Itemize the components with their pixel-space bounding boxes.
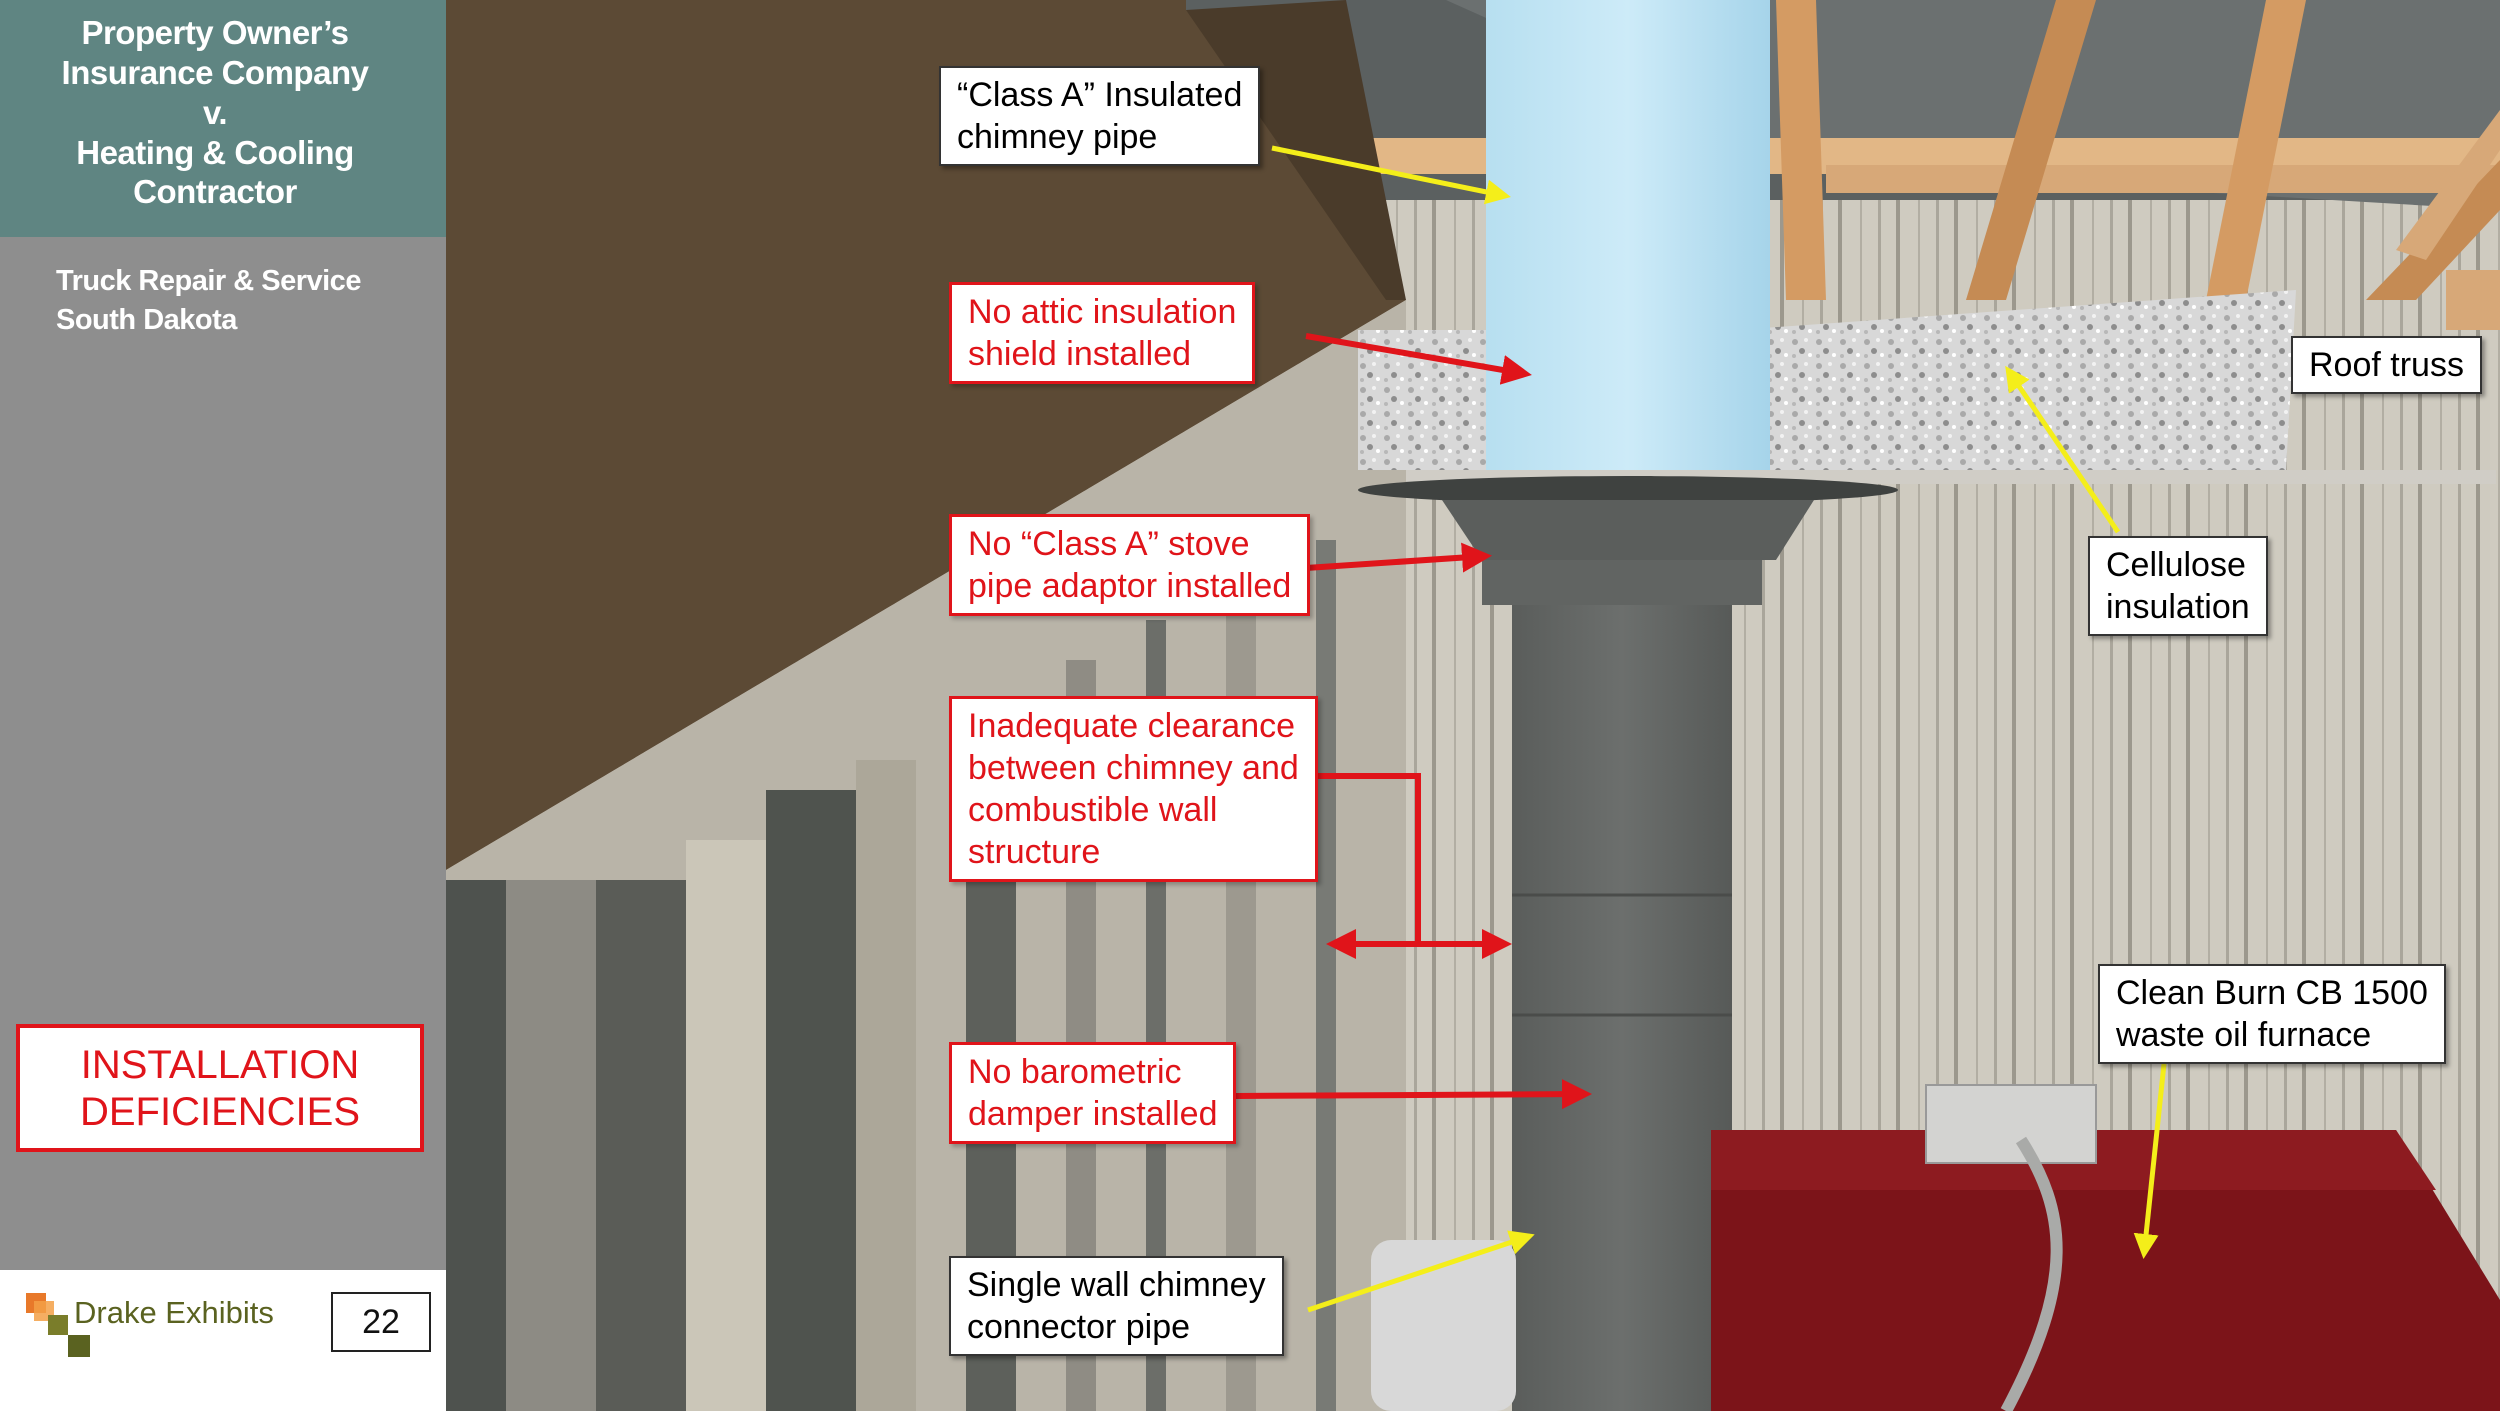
section-title-line: INSTALLATION xyxy=(80,1043,360,1087)
callout-line: No barometric xyxy=(968,1053,1182,1091)
callout-line: chimney pipe xyxy=(957,118,1158,156)
barometric-damper-deficiency-callout: No barometric damper installed xyxy=(949,1042,1237,1144)
callout-line: waste oil furnace xyxy=(2116,1016,2372,1054)
sidebar: Property Owner’s Insurance Company v. He… xyxy=(0,0,446,1411)
callout-line: connector pipe xyxy=(967,1308,1191,1346)
callout-line: structure xyxy=(968,833,1101,871)
callout-line: No “Class A” stove xyxy=(968,525,1250,563)
callout-line: Inadequate clearance xyxy=(968,707,1296,745)
attic-shield-deficiency-callout: No attic insulation shield installed xyxy=(949,282,1256,384)
case-location-line: South Dakota xyxy=(56,304,237,336)
attic-scene: “Class A” Insulated chimney pipe No atti… xyxy=(446,0,2500,1411)
callout-line: combustible wall xyxy=(968,791,1218,829)
callout-line: Cellulose xyxy=(2106,546,2246,584)
callout-line: between chimney and xyxy=(968,749,1299,787)
callout-line: insulation xyxy=(2106,588,2250,626)
case-title-line: v. xyxy=(202,94,228,131)
clearance-deficiency-callout: Inadequate clearance between chimney and… xyxy=(949,696,1318,882)
case-title-line: Property Owner’s xyxy=(81,14,349,51)
case-title-line: Insurance Company xyxy=(61,54,369,91)
callout-line: Clean Burn CB 1500 xyxy=(2116,974,2428,1012)
callout-line: No attic insulation xyxy=(968,293,1237,331)
stove-adaptor-deficiency-callout: No “Class A” stove pipe adaptor installe… xyxy=(949,514,1311,616)
case-location-line: Truck Repair & Service xyxy=(56,265,361,297)
class-a-pipe-callout: “Class A” Insulated chimney pipe xyxy=(939,66,1261,166)
callout-line: pipe adaptor installed xyxy=(968,567,1292,605)
page-number: 22 xyxy=(331,1292,431,1352)
connector-pipe-callout: Single wall chimney connector pipe xyxy=(949,1256,1284,1356)
callout-line: “Class A” Insulated xyxy=(957,76,1243,114)
chimney-installation-illustration xyxy=(446,0,2500,1411)
case-title-line: Heating & Cooling xyxy=(76,134,354,171)
drake-logo-squares-icon xyxy=(26,1293,90,1357)
callout-line: Roof truss xyxy=(2309,346,2464,384)
callout-line: Single wall chimney xyxy=(967,1266,1266,1304)
brand-name: Drake Exhibits xyxy=(74,1295,274,1330)
callout-line: shield installed xyxy=(968,335,1192,373)
case-title-line: Contractor xyxy=(133,173,297,210)
section-title-line: DEFICIENCIES xyxy=(79,1090,361,1134)
furnace-callout: Clean Burn CB 1500 waste oil furnace xyxy=(2098,964,2446,1064)
callout-line: damper installed xyxy=(968,1095,1218,1133)
roof-truss-callout: Roof truss xyxy=(2291,336,2482,394)
cellulose-insulation-callout: Cellulose insulation xyxy=(2088,536,2268,636)
case-title-panel: Property Owner’s Insurance Company v. He… xyxy=(0,0,446,237)
section-title-box: INSTALLATION DEFICIENCIES xyxy=(16,1024,424,1152)
